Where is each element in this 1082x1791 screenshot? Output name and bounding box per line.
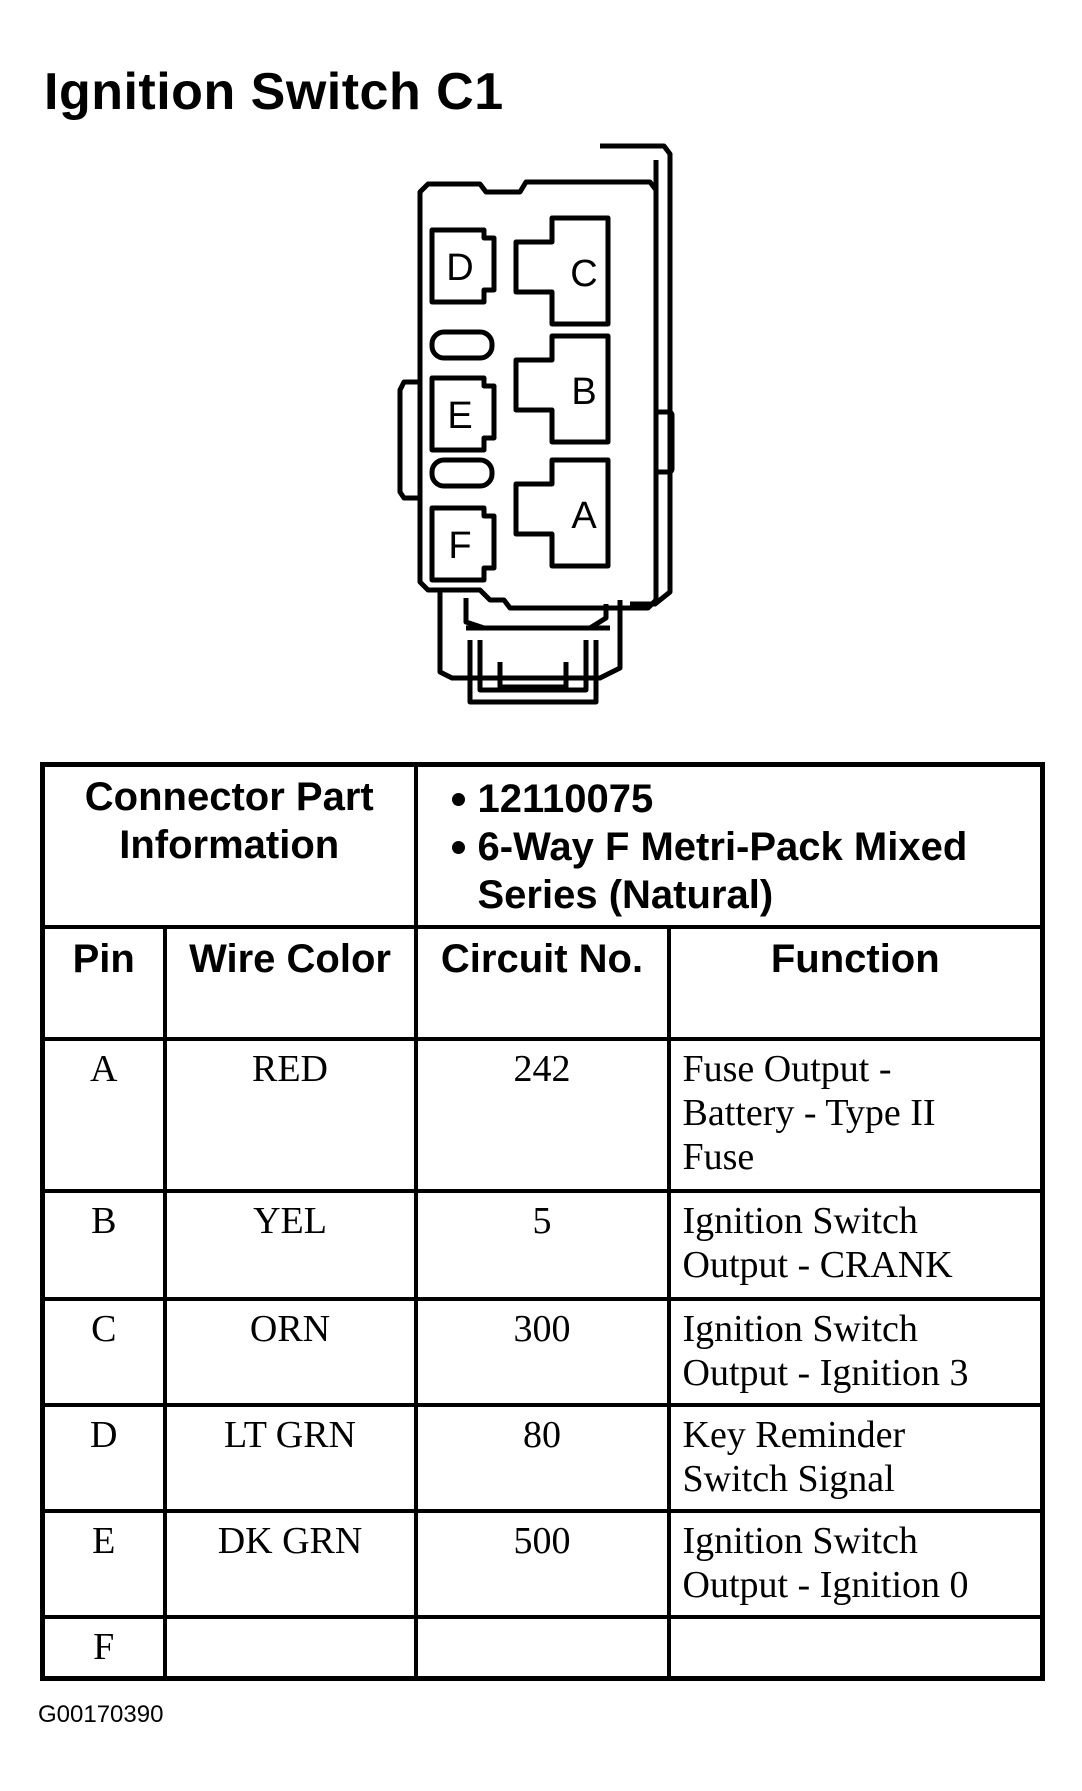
function-cell: Key Reminder Switch Signal bbox=[666, 1402, 1045, 1513]
figure-code: G00170390 bbox=[38, 1701, 164, 1728]
function-cell: Fuse Output - Battery - Type II Fuse bbox=[666, 1036, 1045, 1193]
cavity-label-e: E bbox=[447, 395, 472, 437]
header-wire-color: Wire Color bbox=[162, 924, 418, 1041]
circuit-no-cell: 300 bbox=[413, 1296, 671, 1407]
part-info-row: Connector Part Information 12110075 6-Wa… bbox=[40, 762, 1045, 929]
function-cell: Ignition Switch Output - CRANK bbox=[666, 1188, 1045, 1301]
wire-color-cell: ORN bbox=[162, 1296, 418, 1407]
circuit-no-cell: 242 bbox=[413, 1036, 671, 1193]
table-row: B YEL 5 Ignition Switch Output - CRANK bbox=[40, 1188, 1045, 1301]
part-info-value: 12110075 6-Way F Metri-Pack Mixed Series… bbox=[413, 762, 1045, 929]
circuit-no-cell bbox=[413, 1614, 671, 1681]
function-cell: Ignition Switch Output - Ignition 0 bbox=[666, 1508, 1045, 1619]
pin-cell: E bbox=[40, 1508, 167, 1619]
table-row: C ORN 300 Ignition Switch Output - Ignit… bbox=[40, 1296, 1045, 1407]
connector-type: 6-Way F Metri-Pack Mixed Series (Natural… bbox=[451, 823, 1041, 919]
function-cell bbox=[666, 1614, 1045, 1681]
circuit-no-cell: 500 bbox=[413, 1508, 671, 1619]
circuit-no-cell: 80 bbox=[413, 1402, 671, 1513]
circuit-no-cell: 5 bbox=[413, 1188, 671, 1301]
header-circuit-no: Circuit No. bbox=[413, 924, 671, 1041]
wire-color-cell: YEL bbox=[162, 1188, 418, 1301]
table-row: E DK GRN 500 Ignition Switch Output - Ig… bbox=[40, 1508, 1045, 1619]
pin-cell: B bbox=[40, 1188, 167, 1301]
cavity-label-a: A bbox=[571, 495, 597, 537]
cavity-label-d: D bbox=[446, 247, 473, 289]
connector-face-drawing: D C E B F A bbox=[397, 143, 675, 705]
column-header-row: Pin Wire Color Circuit No. Function bbox=[40, 924, 1045, 1041]
part-number: 12110075 bbox=[451, 775, 1041, 823]
part-info-label: Connector Part Information bbox=[40, 762, 418, 929]
wire-color-cell: DK GRN bbox=[162, 1508, 418, 1619]
wire-color-cell bbox=[162, 1614, 418, 1681]
wire-color-cell: LT GRN bbox=[162, 1402, 418, 1513]
part-info-list: 12110075 6-Way F Metri-Pack Mixed Series… bbox=[418, 767, 1041, 919]
header-function: Function bbox=[666, 924, 1045, 1041]
wire-color-cell: RED bbox=[162, 1036, 418, 1193]
pin-cell: A bbox=[40, 1036, 167, 1193]
cavity-label-b: B bbox=[571, 371, 596, 413]
table-row: D LT GRN 80 Key Reminder Switch Signal bbox=[40, 1402, 1045, 1513]
pin-cell: D bbox=[40, 1402, 167, 1513]
cavity-label-f: F bbox=[448, 525, 471, 567]
header-pin: Pin bbox=[40, 924, 167, 1041]
cavity-label-c: C bbox=[570, 253, 597, 295]
diagram-title: Ignition Switch C1 bbox=[44, 63, 504, 121]
table-row: A RED 242 Fuse Output - Battery - Type I… bbox=[40, 1036, 1045, 1193]
table-row: F bbox=[40, 1614, 1045, 1681]
pin-cell: F bbox=[40, 1614, 167, 1681]
pin-cell: C bbox=[40, 1296, 167, 1407]
connector-pinout-table: Connector Part Information 12110075 6-Wa… bbox=[40, 762, 1046, 1681]
function-cell: Ignition Switch Output - Ignition 3 bbox=[666, 1296, 1045, 1407]
